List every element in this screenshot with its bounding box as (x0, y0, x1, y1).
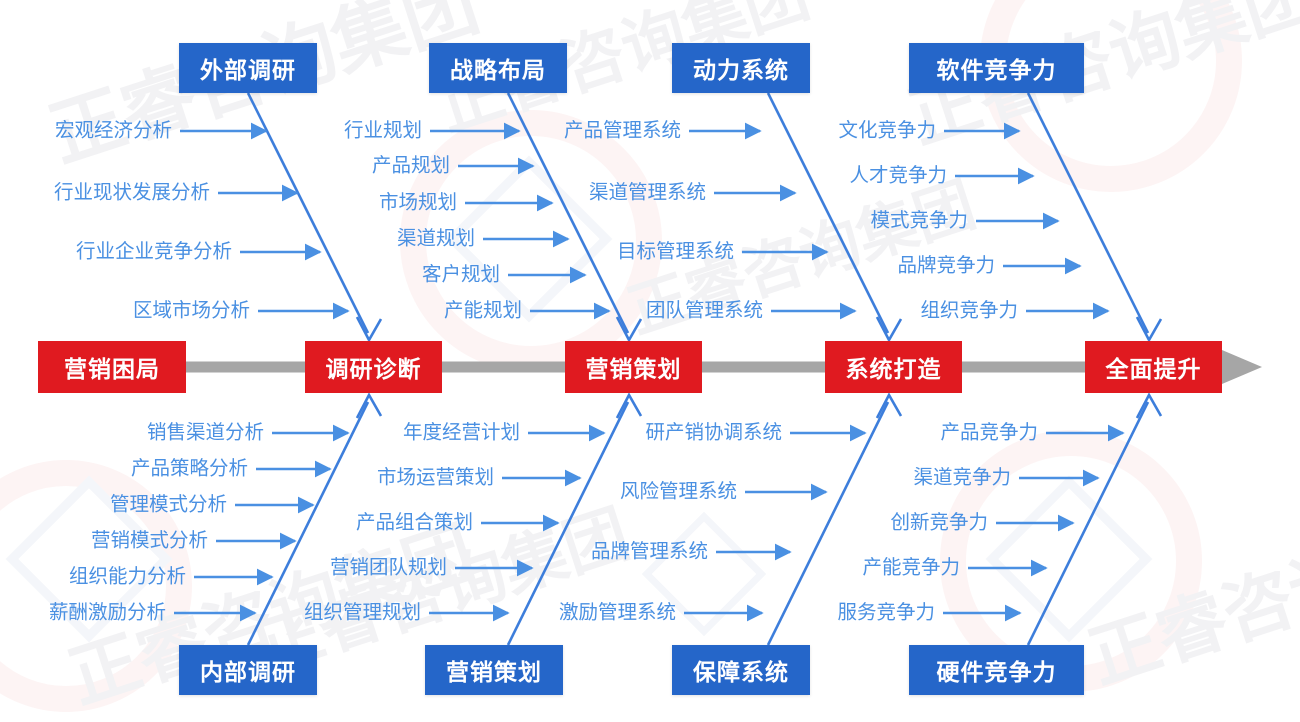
cause-label: 产品竞争力 (940, 421, 1038, 444)
cause-label: 组织能力分析 (68, 565, 186, 588)
cause-label: 产能竞争力 (862, 556, 960, 579)
spine-node-2[interactable]: 调研诊断 (305, 341, 442, 393)
cause-label: 销售渠道分析 (146, 421, 264, 444)
cause-label: 渠道规划 (396, 227, 475, 250)
cause-label: 组织管理规划 (303, 601, 421, 624)
cause-label: 风险管理系统 (619, 480, 737, 503)
rib-top-3 (766, 92, 903, 343)
rib-bottom-2 (506, 392, 643, 646)
rib-top-1 (246, 92, 383, 343)
cause-arrow-group-top-3 (689, 122, 857, 320)
cause-arrow-group-top-4 (944, 122, 1110, 320)
cause-label: 产品管理系统 (563, 119, 681, 142)
cause-label: 行业企业竞争分析 (75, 240, 232, 263)
cause-arrow-group-bottom-2 (429, 424, 606, 622)
cause-label: 渠道管理系统 (588, 181, 706, 204)
rib-top-4 (1026, 92, 1163, 343)
cause-label: 产能规划 (443, 299, 522, 322)
spine-node-1[interactable]: 营销困局 (38, 341, 186, 393)
category-box-bottom-4[interactable]: 硬件竞争力 (909, 645, 1084, 695)
cause-arrow-group-top-1 (180, 122, 350, 320)
cause-label: 行业现状发展分析 (53, 181, 210, 204)
cause-label: 文化竞争力 (838, 119, 936, 142)
cause-label: 品牌竞争力 (897, 254, 995, 277)
category-box-top-1[interactable]: 外部调研 (179, 43, 317, 93)
cause-label: 模式竞争力 (870, 209, 968, 232)
cause-label: 人才竞争力 (849, 164, 947, 187)
cause-label: 品牌管理系统 (590, 540, 708, 563)
spine-node-4[interactable]: 系统打造 (825, 341, 962, 393)
cause-arrow-group-bottom-3 (684, 424, 867, 622)
rib-bottom-3 (766, 392, 903, 646)
cause-label: 市场运营策划 (376, 466, 494, 489)
cause-label: 年度经营计划 (402, 421, 520, 444)
cause-label: 产品组合策划 (355, 511, 473, 534)
cause-label: 管理模式分析 (109, 493, 227, 516)
cause-label: 激励管理系统 (558, 601, 676, 624)
cause-label: 渠道竞争力 (913, 466, 1011, 489)
cause-label: 创新竞争力 (890, 511, 988, 534)
category-box-bottom-2[interactable]: 营销策划 (425, 645, 563, 695)
cause-label: 宏观经济分析 (54, 119, 172, 142)
cause-label: 产品规划 (371, 154, 450, 177)
category-box-top-3[interactable]: 动力系统 (672, 43, 810, 93)
cause-label: 市场规划 (378, 191, 457, 214)
cause-label: 区域市场分析 (132, 299, 250, 322)
category-box-top-2[interactable]: 战略布局 (429, 43, 567, 93)
rib-bottom-1 (246, 392, 383, 646)
spine-node-3[interactable]: 营销策划 (565, 341, 702, 393)
cause-label: 服务竞争力 (837, 601, 935, 624)
cause-label: 产品策略分析 (130, 457, 248, 480)
cause-label: 团队管理系统 (645, 299, 763, 322)
category-box-top-4[interactable]: 软件竞争力 (909, 43, 1084, 93)
cause-label: 营销团队规划 (329, 556, 447, 579)
cause-label: 研产销协调系统 (645, 421, 782, 444)
spine-node-5[interactable]: 全面提升 (1085, 341, 1222, 393)
cause-label: 客户规划 (421, 263, 500, 286)
cause-label: 组织竞争力 (920, 299, 1018, 322)
cause-label: 行业规划 (343, 119, 422, 142)
cause-label: 营销模式分析 (90, 529, 208, 552)
category-box-bottom-3[interactable]: 保障系统 (672, 645, 810, 695)
cause-label: 目标管理系统 (616, 240, 734, 263)
cause-label: 薪酬激励分析 (48, 601, 166, 624)
category-box-bottom-1[interactable]: 内部调研 (179, 645, 317, 695)
